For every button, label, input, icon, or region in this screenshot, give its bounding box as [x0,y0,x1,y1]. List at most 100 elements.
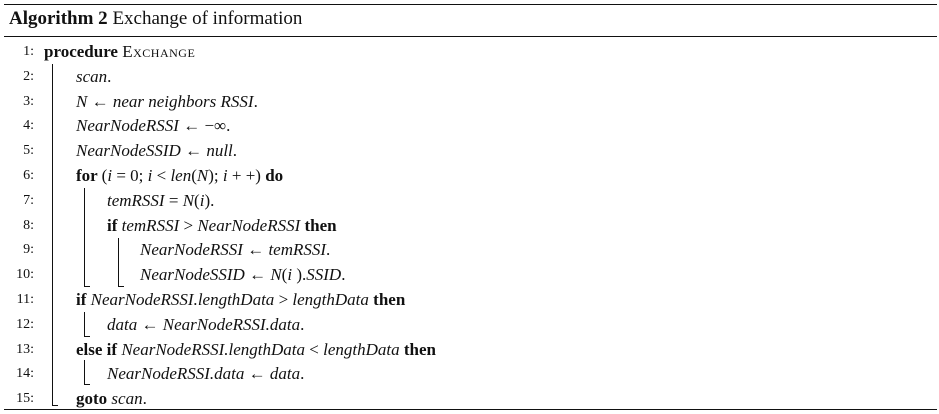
keyword: then [399,339,436,359]
identifier: N [196,166,209,185]
else-if-guide [84,360,85,384]
code-text: ( [281,265,288,285]
line-number: 1: [23,44,34,59]
identifier: temRSSI [121,215,180,235]
code-text: ← [137,314,163,334]
identifier: NearNodeRSSI [197,215,301,235]
code-text: = 0; [112,166,148,185]
identifier: NearNodeRSSI.data [107,364,245,384]
line-number: 6: [23,168,34,183]
identifier: null [206,141,233,161]
caption-rule [4,36,937,37]
line-number: 13: [16,341,34,357]
keyword: if [107,215,122,235]
code-text: + +) [227,166,266,185]
line-number: 7: [23,192,34,208]
code-text: ← [244,364,270,384]
code-text: > [274,290,293,309]
code-text: > [179,215,198,235]
else-if-guide-end [84,384,90,385]
line-code: else if NearNodeRSSI.lengthData < length… [76,338,436,362]
code-text: . [142,389,147,409]
for-loop-guide [84,188,85,286]
line-number: 2: [23,68,34,84]
identifier: lengthData [323,339,400,359]
identifier: lengthData [292,290,369,309]
identifier: temRSSI [107,190,165,210]
line-code: procedure Exchange [44,40,195,64]
identifier: i [147,166,153,185]
line-number: 3: [23,93,34,109]
line-number: 15: [16,391,34,407]
line-code: temRSSI = N(i). [107,189,214,213]
code-text: Exchange [122,42,196,61]
keyword: then [368,290,406,309]
keyword: goto [76,389,112,409]
code-text: ); [208,166,223,185]
line-number: 8: [23,217,34,233]
line-number: 9: [23,242,34,258]
algorithm-caption: Algorithm 2 Exchange of information [9,8,302,30]
identifier: NearNodeRSSI.lengthData [121,339,305,359]
code-text: ← [180,141,207,161]
top-rule [4,4,937,5]
code-text: = [164,190,183,210]
line-code: NearNodeRSSI.data ← data. [107,362,304,386]
line-code: NearNodeRSSI ← temRSSI. [140,238,330,262]
code-text: . [341,265,346,285]
line-code: goto scan. [76,387,147,411]
code-text: ). [292,265,307,285]
identifier: data [269,364,301,384]
identifier: len [170,166,192,185]
algorithm-label: Algorithm 2 [9,8,108,29]
code-text: ← [87,91,113,111]
if-block-guide [118,238,119,286]
for-loop-guide-end [84,286,90,287]
line-number: 14: [16,366,34,382]
procedure-guide-end [52,405,58,406]
identifier: NearNodeRSSI.data [162,314,301,334]
line-code: scan. [76,65,111,89]
algorithm-title: Exchange of information [112,8,303,29]
line-code: NearNodeSSID ← null. [76,139,237,163]
code-text: ← [244,265,271,285]
keyword: for [76,166,102,185]
identifier: i [222,166,228,185]
code-text: . [253,91,258,111]
procedure-guide [52,64,53,405]
code-text: < [152,166,171,185]
if-block-guide-end [118,286,124,287]
line-number: 5: [23,143,34,159]
identifier: NearNodeRSSI [76,116,179,136]
identifier: i [107,166,113,185]
line-number: 12: [16,316,34,332]
line-code: N ← near neighbors RSSI. [76,90,258,114]
if-length-guide-end [84,336,90,337]
code-text: ( [194,190,200,210]
identifier: NearNodeSSID [76,141,181,161]
line-code: if NearNodeRSSI.lengthData > lengthData … [76,288,405,312]
code-text: . [300,314,305,334]
identifier: SSID [306,265,342,285]
identifier: N [182,190,195,210]
code-text: < [305,339,324,359]
identifier: near neighbors RSSI [112,91,254,111]
identifier: scan [76,66,108,86]
if-length-guide [84,312,85,336]
line-number: 11: [16,292,34,307]
keyword: then [300,215,337,235]
identifier: NearNodeSSID [140,265,245,285]
code-text: ← −∞. [178,116,231,136]
code-text: . [232,141,238,161]
identifier: i [199,190,205,210]
code-text: ( [191,166,197,185]
line-code: if temRSSI > NearNodeRSSI then [107,214,337,238]
identifier: N [76,91,88,111]
keyword: procedure [44,42,123,61]
bottom-rule [4,409,937,410]
code-text: ( [101,166,108,185]
line-code: NearNodeSSID ← N(i ).SSID. [140,263,345,287]
identifier: scan [111,389,143,409]
keyword: if [76,290,91,309]
